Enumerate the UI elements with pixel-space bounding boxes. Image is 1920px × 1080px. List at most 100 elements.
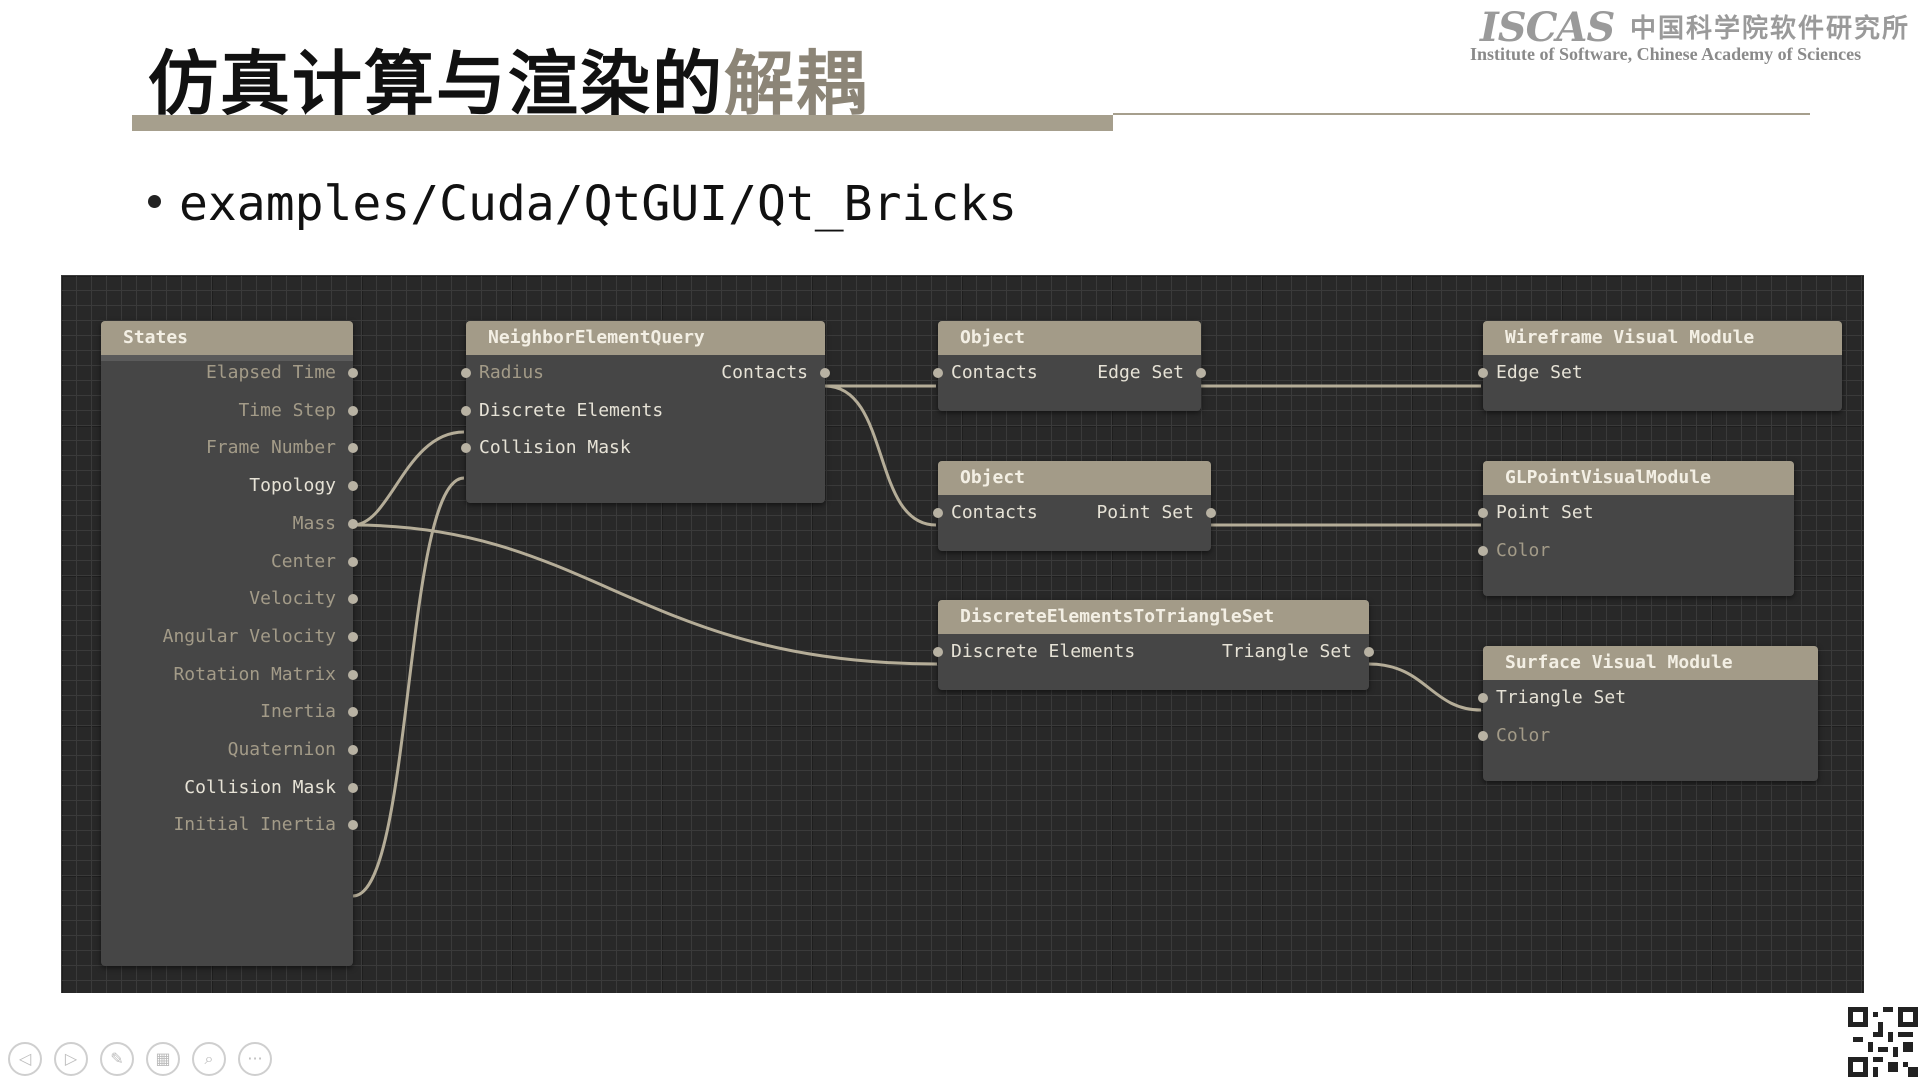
port-in-point-set[interactable]: Point Set bbox=[1496, 502, 1594, 523]
wire-triangleset-to-surface bbox=[1368, 662, 1482, 712]
port-out-time-step[interactable]: Time Step bbox=[238, 399, 336, 421]
arrow-right-icon: ▷ bbox=[64, 1049, 78, 1068]
slide-title-main: 仿真计算与渲染的 bbox=[148, 43, 724, 125]
port-in-contacts[interactable]: Contacts bbox=[951, 362, 1038, 383]
node-de-to-triangle-header[interactable]: DiscreteElementsToTriangleSet bbox=[938, 600, 1369, 634]
port-connector-in-triangle-set[interactable] bbox=[1478, 693, 1488, 703]
port-connector-out-initial-inertia[interactable] bbox=[348, 820, 358, 831]
port-out-elapsed-time[interactable]: Elapsed Time bbox=[205, 362, 336, 383]
wire-collision-mask-to-query bbox=[352, 476, 465, 898]
port-out-center[interactable]: Center bbox=[270, 550, 336, 572]
pen-button[interactable]: ✎ bbox=[100, 1042, 134, 1076]
port-connector-out-frame-number[interactable] bbox=[348, 443, 358, 454]
port-connector-in-collision-mask[interactable] bbox=[461, 443, 471, 454]
port-connector-in-contacts[interactable] bbox=[933, 508, 943, 518]
port-connector-in-point-set[interactable] bbox=[1478, 508, 1488, 518]
port-connector-out-quaternion[interactable] bbox=[348, 745, 358, 755]
connection-wires bbox=[352, 384, 1482, 898]
port-out-point-set[interactable]: Point Set bbox=[1096, 502, 1194, 523]
port-out-mass[interactable]: Mass bbox=[292, 512, 336, 534]
logo-mark: ISCAS bbox=[1480, 4, 1615, 51]
node-glpoint-header[interactable]: GLPointVisualModule bbox=[1483, 461, 1794, 495]
node-neighbor-element-query-header[interactable]: NeighborElementQuery bbox=[466, 321, 825, 355]
port-connector-in-edge-set[interactable] bbox=[1478, 368, 1488, 378]
port-in-color[interactable]: Color bbox=[1496, 539, 1551, 561]
port-connector-out-contacts[interactable] bbox=[820, 368, 830, 378]
node-object-point-header[interactable]: Object bbox=[938, 461, 1211, 495]
port-in-edge-set[interactable]: Edge Set bbox=[1496, 362, 1583, 383]
port-out-velocity[interactable]: Velocity bbox=[249, 588, 336, 610]
prev-slide-button[interactable]: ◁ bbox=[8, 1042, 42, 1076]
port-connector-in-discrete-elements[interactable] bbox=[461, 405, 471, 416]
node-wireframe-header[interactable]: Wireframe Visual Module bbox=[1483, 321, 1842, 355]
bullet-text: examples/Cuda/QtGUI/Qt_Bricks bbox=[179, 176, 1018, 232]
qr-code-icon bbox=[1848, 1007, 1918, 1077]
port-connector-out-time-step[interactable] bbox=[348, 405, 358, 416]
port-connector-in-discrete-elements[interactable] bbox=[933, 647, 943, 657]
port-connector-in-color[interactable] bbox=[1478, 730, 1488, 741]
pen-icon: ✎ bbox=[110, 1049, 124, 1068]
port-out-topology[interactable]: Topology bbox=[249, 475, 336, 497]
port-connector-in-color[interactable] bbox=[1478, 545, 1488, 556]
port-in-collision-mask[interactable]: Collision Mask bbox=[479, 437, 631, 459]
slide-title: 仿真计算与渲染的解耦 bbox=[148, 28, 868, 129]
port-out-frame-number[interactable]: Frame Number bbox=[205, 437, 336, 459]
wire-topology-to-de-triangle bbox=[352, 523, 938, 666]
bullet-item: examples/Cuda/QtGUI/Qt_Bricks bbox=[148, 176, 1017, 232]
title-underline-thick bbox=[132, 115, 1113, 131]
logo-name-cn: 中国科学院软件研究所 bbox=[1630, 14, 1911, 44]
port-connector-out-topology[interactable] bbox=[348, 481, 358, 492]
next-slide-button[interactable]: ▷ bbox=[54, 1042, 88, 1076]
port-out-quaternion[interactable]: Quaternion bbox=[227, 739, 336, 760]
slides-grid-button[interactable]: ▦ bbox=[146, 1042, 180, 1076]
slide-title-highlight: 解耦 bbox=[724, 43, 868, 125]
bullet-dot-icon bbox=[148, 194, 161, 208]
node-object-edge-header[interactable]: Object bbox=[938, 321, 1201, 355]
port-in-discrete-elements[interactable]: Discrete Elements bbox=[951, 641, 1136, 662]
port-in-contacts[interactable]: Contacts bbox=[951, 502, 1038, 523]
port-in-triangle-set[interactable]: Triangle Set bbox=[1496, 687, 1627, 708]
slides-grid-icon: ▦ bbox=[155, 1049, 171, 1068]
port-out-rotation-matrix[interactable]: Rotation Matrix bbox=[173, 663, 336, 685]
port-out-initial-inertia[interactable]: Initial Inertia bbox=[173, 814, 336, 836]
port-out-triangle-set[interactable]: Triangle Set bbox=[1221, 641, 1352, 662]
node-wireframe-visual-module[interactable]: Wireframe Visual Module Edge Set bbox=[1478, 321, 1842, 411]
port-connector-out-elapsed-time[interactable] bbox=[348, 368, 358, 378]
port-out-contacts[interactable]: Contacts bbox=[721, 362, 808, 383]
port-connector-out-velocity[interactable] bbox=[348, 594, 358, 605]
node-states-header[interactable]: States bbox=[101, 321, 353, 361]
port-connector-out-center[interactable] bbox=[348, 556, 358, 567]
node-object-point[interactable]: Object Contacts Point Set bbox=[933, 461, 1216, 551]
node-surface-header[interactable]: Surface Visual Module bbox=[1483, 646, 1818, 680]
node-object-edge[interactable]: Object Contacts Edge Set bbox=[933, 321, 1206, 411]
port-connector-out-edge-set[interactable] bbox=[1196, 368, 1206, 378]
arrow-left-icon: ◁ bbox=[18, 1049, 32, 1068]
port-connector-in-contacts[interactable] bbox=[933, 368, 943, 378]
port-connector-out-triangle-set[interactable] bbox=[1364, 647, 1374, 657]
port-connector-in-radius[interactable] bbox=[461, 368, 471, 378]
node-discrete-elements-to-triangle-set[interactable]: DiscreteElementsToTriangleSet Discrete E… bbox=[933, 600, 1374, 690]
zoom-button[interactable]: ⌕ bbox=[192, 1042, 226, 1076]
port-connector-out-rotation-matrix[interactable] bbox=[348, 669, 358, 680]
more-button[interactable]: ··· bbox=[238, 1042, 272, 1076]
title-underline-thin bbox=[1113, 113, 1810, 115]
port-connector-out-angular-velocity[interactable] bbox=[348, 631, 358, 642]
port-out-edge-set[interactable]: Edge Set bbox=[1097, 362, 1184, 383]
port-connector-out-point-set[interactable] bbox=[1206, 508, 1216, 518]
more-dots-icon: ··· bbox=[247, 1049, 263, 1068]
port-connector-out-mass[interactable] bbox=[348, 518, 358, 529]
iscas-logo: ISCAS 中国科学院软件研究所 Institute of Software, … bbox=[1470, 4, 1910, 70]
port-out-inertia[interactable]: Inertia bbox=[260, 701, 336, 723]
port-out-collision-mask[interactable]: Collision Mask bbox=[184, 776, 336, 798]
port-out-angular-velocity[interactable]: Angular Velocity bbox=[162, 625, 336, 647]
port-in-color[interactable]: Color bbox=[1496, 724, 1551, 746]
port-in-discrete-elements[interactable]: Discrete Elements bbox=[479, 399, 664, 421]
port-connector-out-collision-mask[interactable] bbox=[348, 782, 358, 793]
port-in-radius[interactable]: Radius bbox=[479, 362, 545, 383]
port-connector-out-inertia[interactable] bbox=[348, 707, 358, 718]
